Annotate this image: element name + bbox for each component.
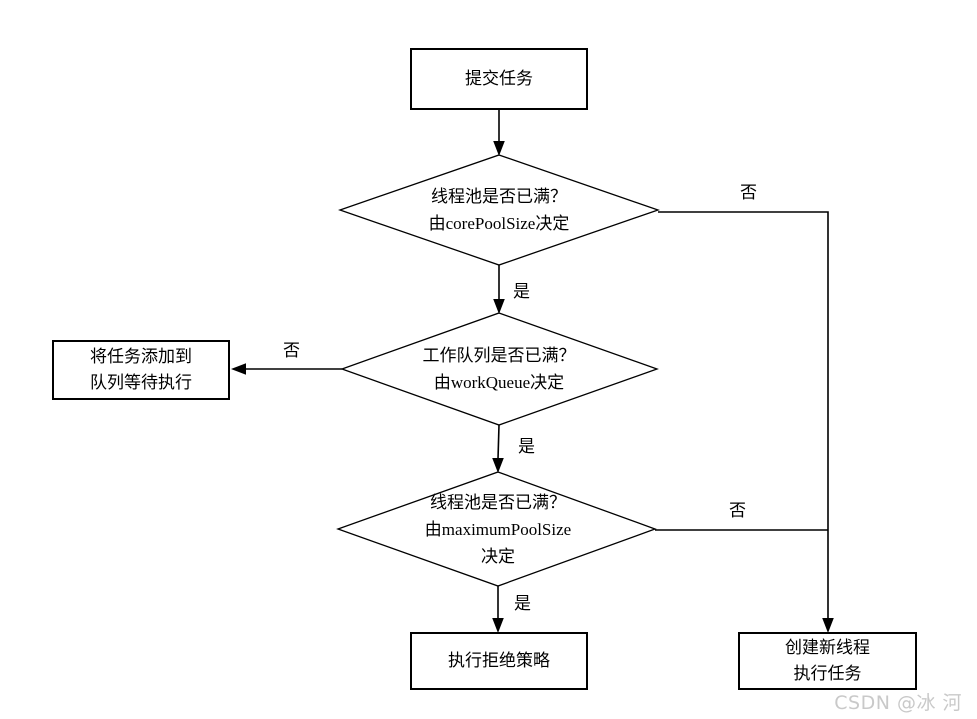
arrowhead-submit-to-core-check (493, 141, 505, 156)
edge-label-max-no: 否 (729, 501, 746, 520)
arrowhead-core-no-rail (822, 618, 834, 633)
node-create-thread-line1: 创建新线程 (785, 638, 870, 657)
edge-label-core-no: 否 (740, 183, 757, 202)
node-reject-policy-label: 执行拒绝策略 (448, 651, 550, 670)
edge-label-queue-no: 否 (283, 341, 300, 360)
node-add-to-queue: 将任务添加到 队列等待执行 (52, 340, 230, 400)
node-submit-task: 提交任务 (410, 48, 588, 110)
node-reject-policy: 执行拒绝策略 (410, 632, 588, 690)
decision-diamond-core-pool (338, 154, 660, 266)
arrow-core-no-rail (658, 211, 829, 619)
arrowhead-queue-no (231, 363, 246, 375)
decision-diamond-work-queue (340, 312, 659, 426)
node-submit-task-label: 提交任务 (465, 69, 533, 88)
edge-label-core-yes: 是 (513, 282, 530, 301)
decision-diamond-max-pool (336, 471, 657, 587)
arrow-queue-yes (497, 424, 500, 460)
arrowhead-core-yes (493, 299, 505, 314)
node-add-to-queue-line2: 队列等待执行 (90, 373, 192, 392)
node-create-thread-line2: 执行任务 (793, 664, 862, 683)
node-add-to-queue-line1: 将任务添加到 (90, 347, 192, 366)
edge-label-queue-yes: 是 (518, 437, 535, 456)
edge-label-max-yes: 是 (514, 594, 531, 613)
node-create-thread: 创建新线程 执行任务 (738, 632, 917, 690)
arrowhead-max-yes (492, 618, 504, 633)
watermark: CSDN @冰 河 (834, 692, 962, 714)
arrowhead-queue-yes (492, 458, 504, 473)
